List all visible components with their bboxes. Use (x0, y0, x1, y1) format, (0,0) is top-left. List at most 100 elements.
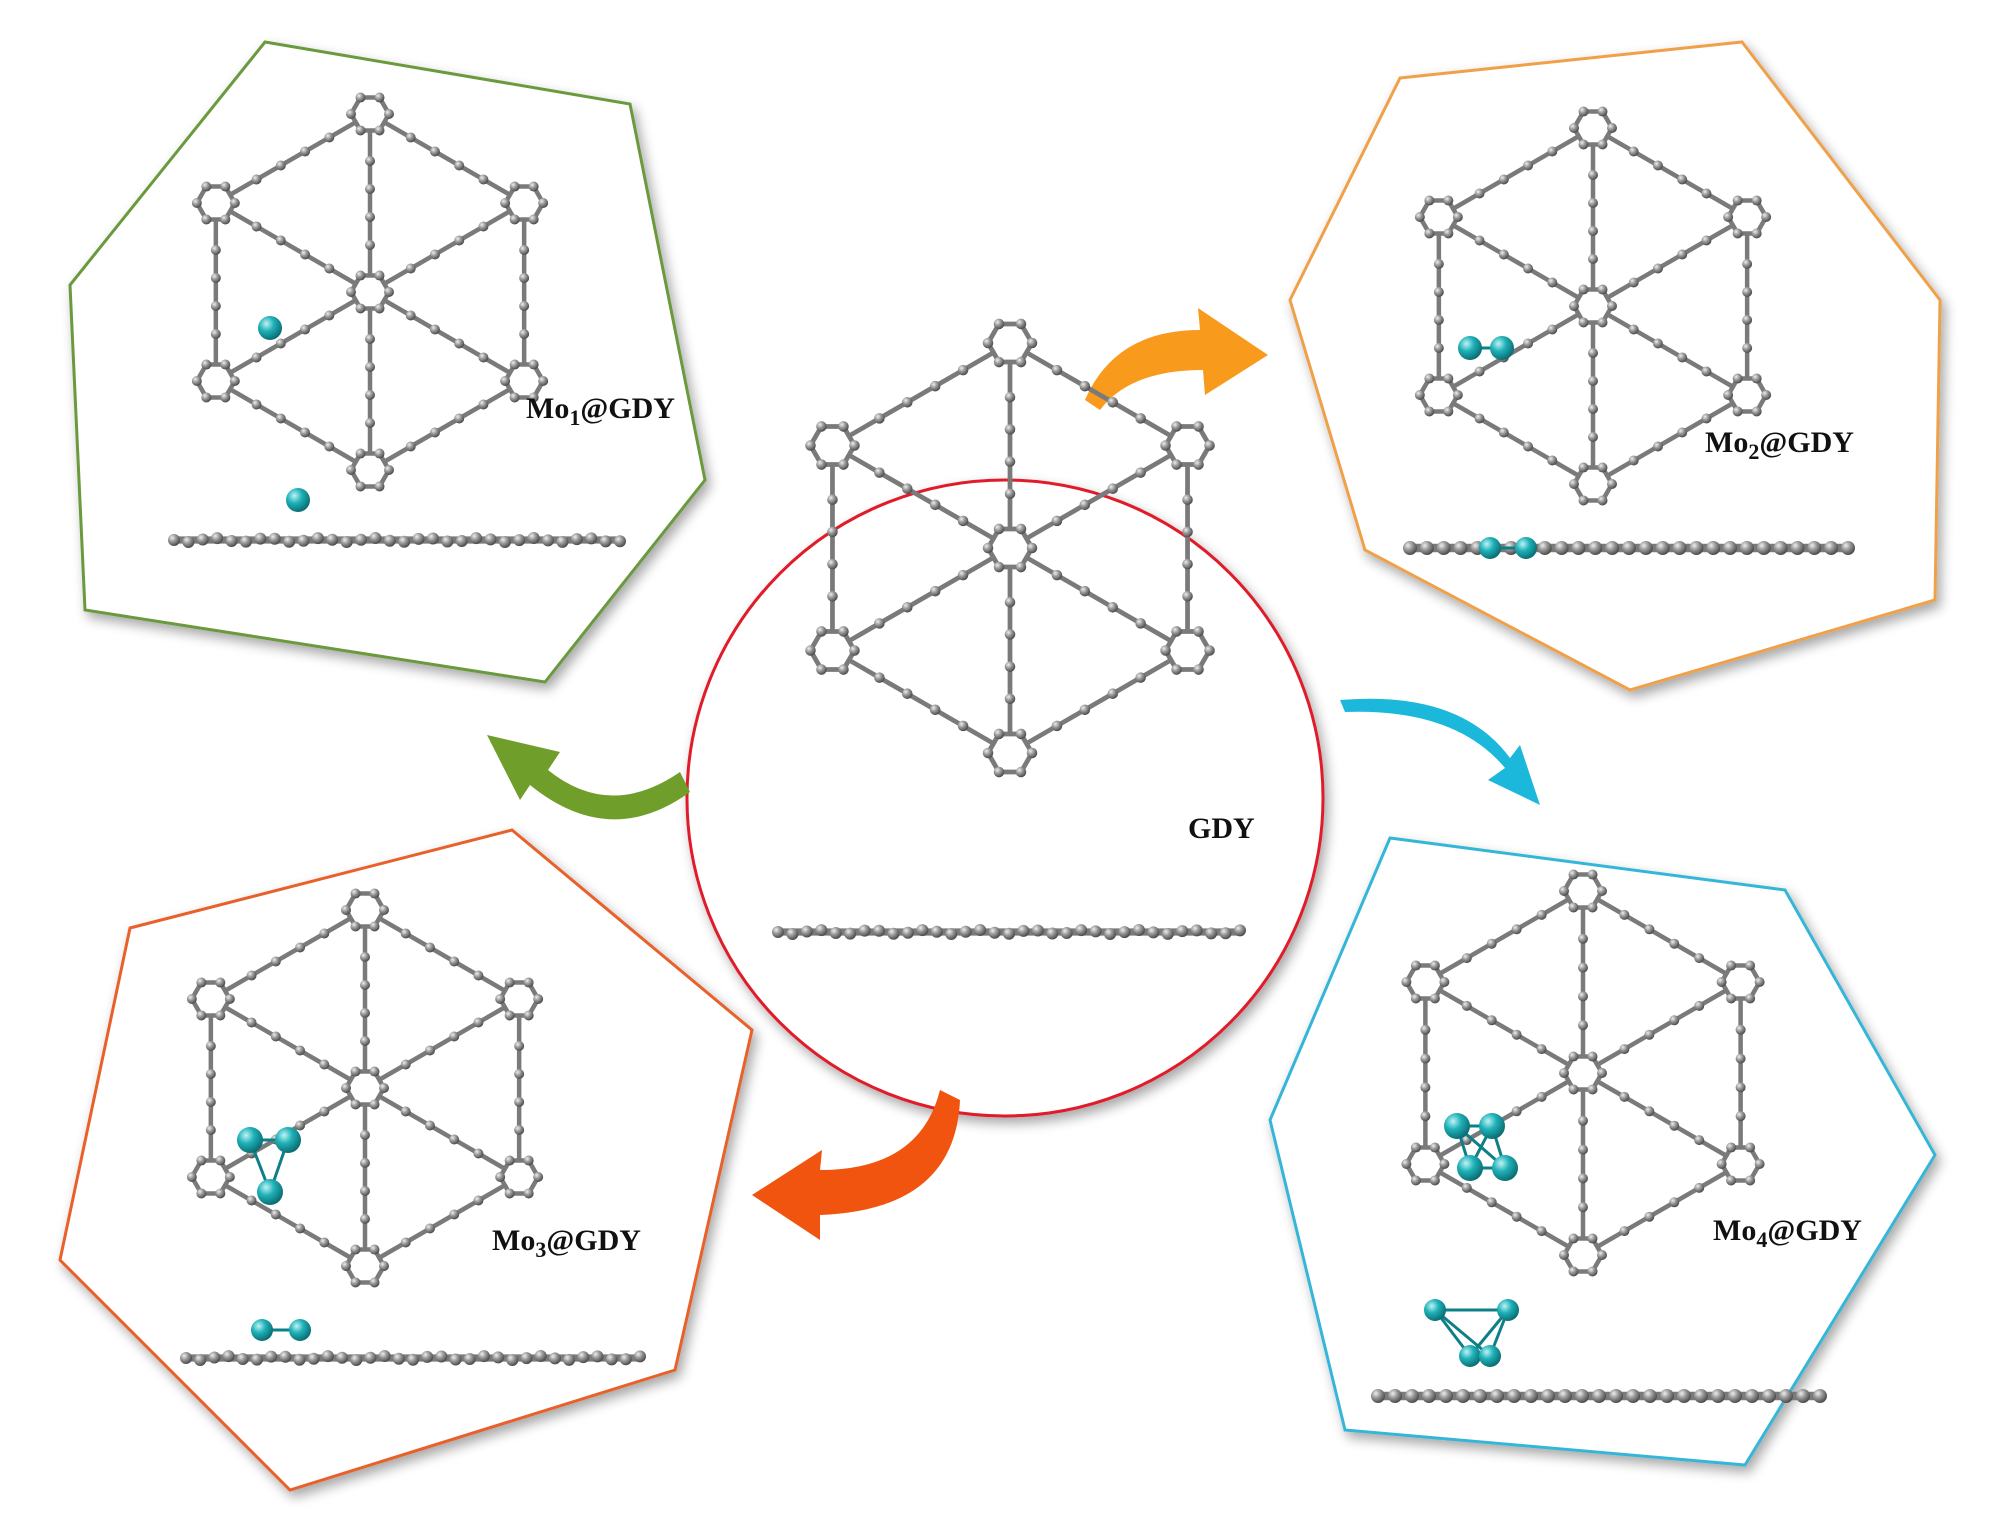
carbon-atom-icon (441, 535, 454, 548)
carbon-atom-icon (1575, 1389, 1589, 1403)
carbon-atom-icon (429, 324, 440, 335)
carbon-atom-icon (838, 421, 849, 432)
carbon-atom-icon (1429, 1142, 1440, 1153)
mo4-panel-frame (1268, 836, 1937, 1467)
carbon-atom-icon (400, 1106, 411, 1117)
carbon-atom-icon (542, 534, 555, 547)
carbon-atom-icon (1017, 924, 1030, 937)
carbon-atom-icon (369, 1066, 380, 1077)
carbon-atom-icon (1628, 455, 1639, 466)
carbon-atom-icon (360, 1158, 370, 1168)
carbon-atom-icon (1578, 1144, 1588, 1155)
carbon-atom-icon (355, 303, 366, 314)
carbon-atom-icon (398, 535, 411, 548)
carbon-atom-icon (378, 1350, 391, 1363)
carbon-atom-icon (1701, 366, 1712, 377)
carbon-atom-icon (1578, 991, 1588, 1002)
carbon-atom-icon (1559, 1068, 1569, 1078)
mo4-label: Mo4@GDY (1713, 1214, 1862, 1252)
carbon-atom-icon (1026, 337, 1038, 349)
carbon-atom-icon (1107, 397, 1118, 408)
carbon-atom-icon (1414, 212, 1425, 222)
carbon-atom-icon (215, 977, 226, 988)
carbon-atom-icon (957, 569, 969, 581)
carbon-atom-icon (210, 301, 221, 311)
carbon-atom-icon (902, 483, 913, 494)
carbon-atom-icon (1051, 569, 1063, 581)
carbon-atom-icon (570, 533, 583, 546)
carbon-atom-icon (993, 356, 1005, 368)
carbon-atom-icon (1568, 1233, 1579, 1244)
carbon-atom-icon (1571, 541, 1586, 555)
carbon-atom-icon (220, 214, 231, 225)
carbon-atom-icon (429, 427, 440, 438)
carbon-atom-icon (384, 287, 394, 297)
carbon-atom-icon (300, 324, 311, 335)
carbon-atom-icon (827, 526, 838, 538)
mo-cluster (1424, 1299, 1519, 1367)
carbon-atom-icon (1578, 1020, 1588, 1031)
carbon-atom-icon (270, 1209, 281, 1220)
carbon-atom-icon (1619, 1226, 1630, 1237)
carbon-atom-icon (1003, 927, 1015, 940)
mo-atom-icon (1492, 1155, 1518, 1181)
carbon-atom-icon (1588, 376, 1598, 386)
carbon-atom-icon (424, 942, 435, 953)
carbon-atom-icon (1160, 645, 1171, 656)
carbon-atom-icon (1701, 413, 1712, 424)
carbon-atom-icon (492, 1351, 505, 1364)
carbon-atom-icon (270, 1031, 281, 1042)
carbon-atom-icon (369, 921, 380, 932)
carbon-atom-icon (383, 534, 396, 547)
carbon-atom-icon (1628, 324, 1639, 335)
mo-atom-icon (1497, 1299, 1519, 1321)
carbon-atom-icon (1219, 927, 1232, 940)
carbon-atom-icon (211, 532, 224, 545)
carbon-atom-icon (1443, 373, 1454, 384)
carbon-atom-icon (1182, 494, 1193, 505)
carbon-atom-icon (902, 688, 913, 699)
carbon-atom-icon (374, 125, 385, 136)
carbon-atom-icon (1578, 1115, 1588, 1126)
carbon-atom-icon (374, 303, 385, 314)
carbon-atom-icon (1536, 909, 1547, 920)
carbon-atom-icon (1161, 927, 1174, 940)
carbon-atom-icon (1547, 146, 1558, 157)
carbon-atom-icon (1436, 541, 1451, 555)
carbon-atom-icon (599, 535, 612, 548)
carbon-atom-icon (1677, 427, 1688, 438)
carbon-atom-icon (224, 1172, 235, 1182)
carbon-atom-icon (1079, 380, 1091, 392)
carbon-atom-icon (1677, 1389, 1691, 1403)
carbon-atom-icon (1524, 1389, 1538, 1403)
carbon-atom-icon (215, 1155, 226, 1166)
carbon-atom-icon (405, 263, 416, 274)
carbon-atom-icon (1694, 1135, 1705, 1146)
carbon-atom-icon (1171, 421, 1182, 432)
carbon-atom-icon (275, 160, 286, 171)
carbon-atom-icon (1756, 541, 1771, 555)
carbon-atom-icon (1135, 672, 1146, 683)
carbon-atom-icon (916, 924, 929, 937)
carbon-atom-icon (222, 1350, 235, 1363)
carbon-atom-icon (1587, 1084, 1598, 1095)
carbon-atom-icon (360, 1008, 370, 1018)
carbon-atom-icon (1701, 188, 1712, 199)
carbon-atom-icon (1424, 195, 1435, 206)
carbon-atom-icon (1511, 924, 1522, 935)
carbon-atom-icon (874, 672, 885, 683)
carbon-atom-icon (1486, 1015, 1497, 1026)
carbon-atom-icon (504, 1155, 515, 1166)
mo-atom-icon (286, 488, 310, 512)
mo-atom-icon (251, 1319, 273, 1341)
gdy-center-frame (685, 478, 1325, 1118)
carbon-atom-icon (1569, 479, 1579, 489)
carbon-atom-icon (355, 481, 366, 492)
carbon-atom-icon (454, 413, 465, 424)
carbon-atom-icon (251, 221, 262, 232)
carbon-atom-icon (1578, 495, 1589, 506)
carbon-atom-icon (355, 270, 366, 281)
carbon-atom-icon (365, 418, 375, 428)
carbon-atom-icon (1745, 993, 1756, 1004)
carbon-atom-icon (1644, 1211, 1655, 1222)
